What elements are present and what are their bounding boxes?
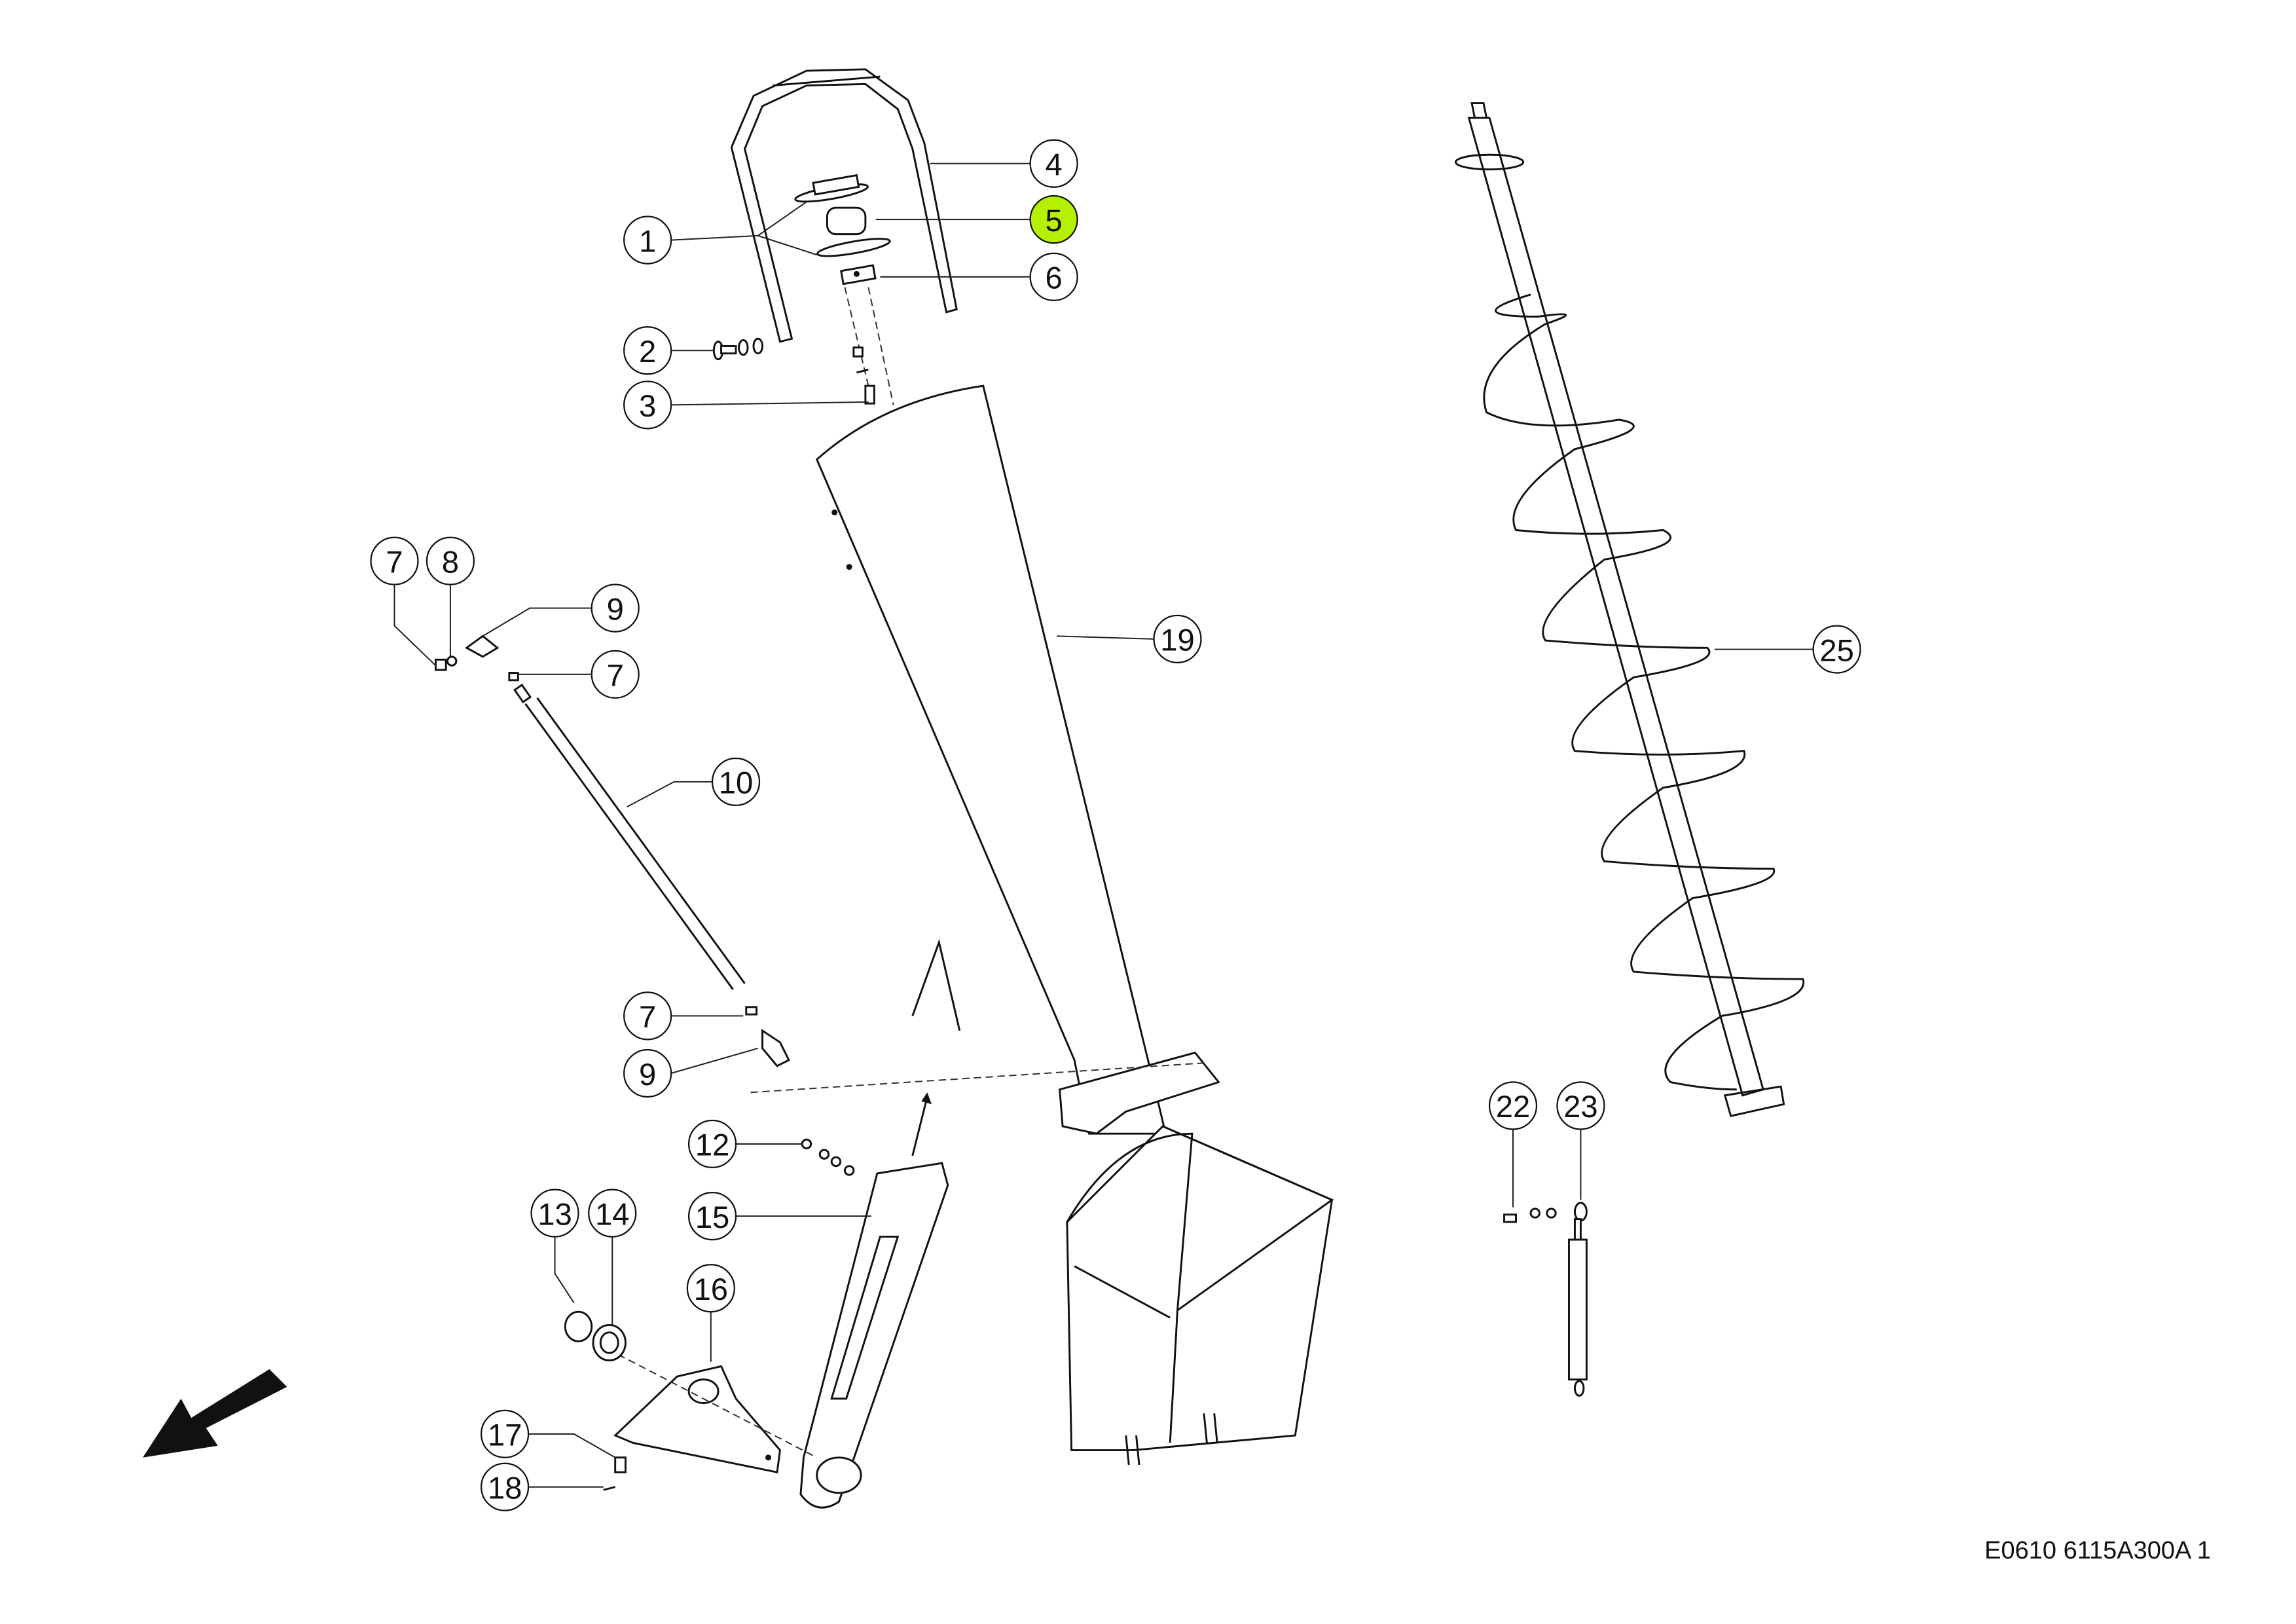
callout-label: 13 <box>538 1197 572 1232</box>
callout-label: 16 <box>694 1272 729 1307</box>
callout-label: 7 <box>639 1000 656 1035</box>
callout-16[interactable]: 16 <box>686 1264 735 1313</box>
callout-label: 14 <box>595 1197 630 1232</box>
callout-label: 12 <box>695 1128 730 1163</box>
callout-label: 15 <box>695 1200 730 1235</box>
washer-set <box>794 174 891 286</box>
support-arm <box>799 1138 949 1509</box>
auger-screw <box>1454 102 1805 1117</box>
callout-8[interactable]: 8 <box>426 536 475 585</box>
callout-label: 7 <box>607 659 624 693</box>
callout-10[interactable]: 10 <box>711 757 761 807</box>
callout-7[interactable]: 7 <box>591 650 640 699</box>
callout-label: 22 <box>1496 1090 1531 1124</box>
callout-3[interactable]: 3 <box>623 380 672 430</box>
callout-label: 25 <box>1819 633 1853 668</box>
callout-5-highlighted[interactable]: 5 <box>1029 195 1078 244</box>
discharge-chute <box>815 384 1334 1466</box>
callout-23[interactable]: 23 <box>1556 1081 1605 1130</box>
callout-22[interactable]: 22 <box>1488 1081 1538 1130</box>
callout-18[interactable]: 18 <box>480 1462 530 1511</box>
callout-14[interactable]: 14 <box>588 1189 637 1238</box>
callout-9[interactable]: 9 <box>623 1048 672 1098</box>
callout-17[interactable]: 17 <box>480 1409 530 1458</box>
callout-6[interactable]: 6 <box>1029 252 1078 301</box>
callout-25[interactable]: 25 <box>1812 625 1861 674</box>
callout-label: 19 <box>1160 623 1195 658</box>
callout-label: 18 <box>488 1471 522 1505</box>
callout-label: 8 <box>442 545 459 580</box>
callout-7[interactable]: 7 <box>370 536 419 585</box>
callout-label: 17 <box>488 1418 522 1453</box>
callout-1[interactable]: 1 <box>623 215 672 265</box>
callout-label: 2 <box>639 335 656 369</box>
direction-arrow-icon <box>143 1369 287 1458</box>
handle-bracket <box>730 68 958 343</box>
callout-label: 7 <box>386 545 403 580</box>
callout-4[interactable]: 4 <box>1029 139 1078 188</box>
control-rod <box>434 635 790 1067</box>
gas-spring <box>1503 1202 1588 1397</box>
callout-label: 6 <box>1045 261 1062 296</box>
drawing-code: E0610 6115A300A 1 <box>1984 1537 2211 1564</box>
callout-2[interactable]: 2 <box>623 326 672 375</box>
callout-15[interactable]: 15 <box>687 1192 737 1241</box>
callout-label: 23 <box>1563 1090 1598 1124</box>
mounting-plate <box>613 1365 782 1474</box>
callout-label: 9 <box>607 592 624 627</box>
callout-13[interactable]: 13 <box>530 1189 579 1238</box>
bolt-assembly <box>712 337 763 361</box>
callout-label: 5 <box>1045 204 1062 238</box>
callout-label: 9 <box>639 1058 656 1092</box>
callout-label: 1 <box>639 224 656 259</box>
callout-label: 3 <box>639 389 656 424</box>
leader-lines <box>393 162 1813 1488</box>
callout-label: 4 <box>1045 147 1062 182</box>
callout-12[interactable]: 12 <box>687 1119 737 1169</box>
callout-7[interactable]: 7 <box>623 991 672 1041</box>
callout-19[interactable]: 19 <box>1153 614 1202 663</box>
callout-label: 10 <box>719 766 754 801</box>
callout-9[interactable]: 9 <box>591 583 640 633</box>
